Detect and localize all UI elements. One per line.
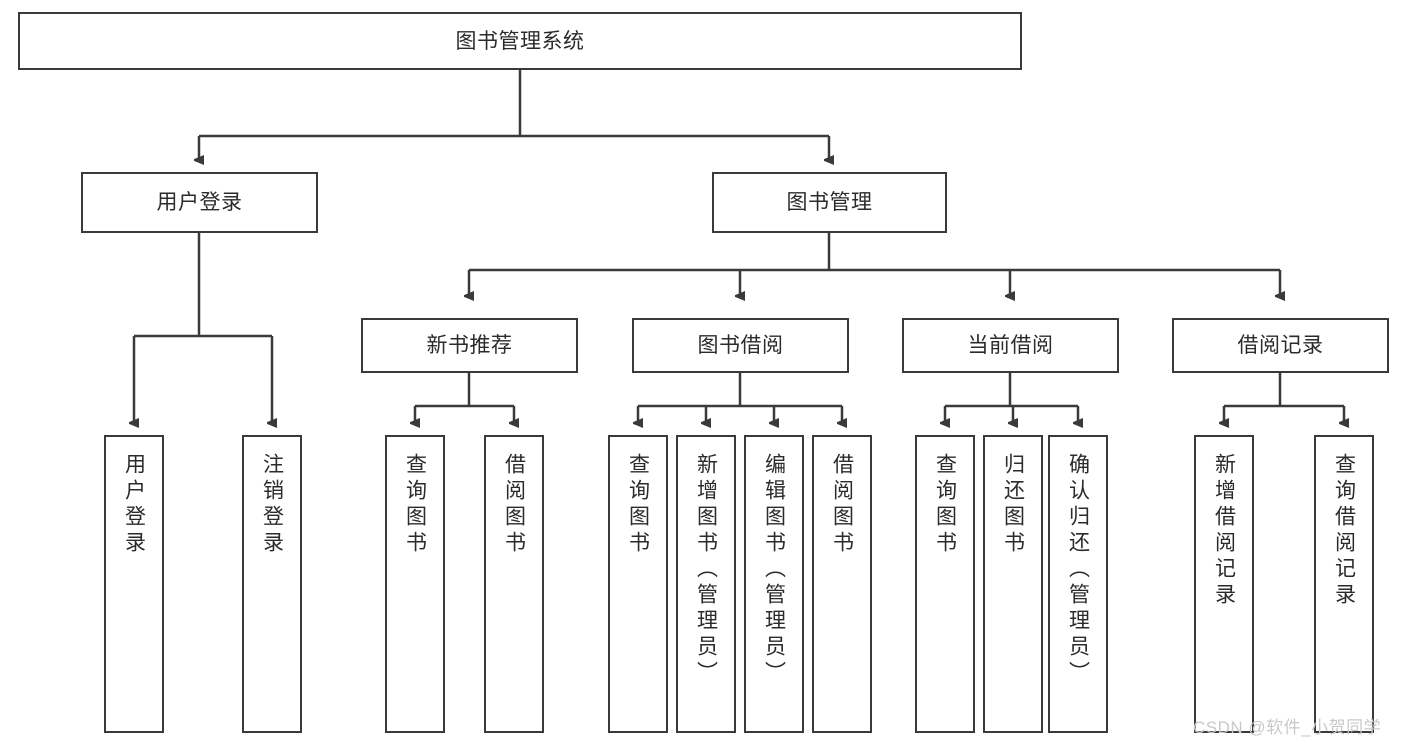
- leaf-query-book-borrow[interactable]: 查询图书: [608, 435, 668, 733]
- leaf-return-book[interactable]: 归还图书: [983, 435, 1043, 733]
- node-label: 用户登录: [156, 191, 243, 214]
- node-label: 新书推荐: [426, 334, 513, 357]
- leaf-add-book-admin[interactable]: 新增图书（管理员）: [676, 435, 736, 733]
- leaf-add-borrow-record[interactable]: 新增借阅记录: [1194, 435, 1254, 733]
- node-label: 当前借阅: [967, 334, 1054, 357]
- node-label: 确认归还（管理员）: [1066, 453, 1090, 687]
- node-label: 查询图书: [403, 453, 427, 557]
- node-label: 图书管理: [786, 191, 873, 214]
- node-label: 借阅图书: [830, 453, 854, 557]
- node-label: 新增借阅记录: [1212, 453, 1236, 609]
- leaf-confirm-return-admin[interactable]: 确认归还（管理员）: [1048, 435, 1108, 733]
- node-current-borrow[interactable]: 当前借阅: [902, 318, 1119, 373]
- leaf-user-login[interactable]: 用户登录: [104, 435, 164, 733]
- node-book-management[interactable]: 图书管理: [712, 172, 947, 233]
- node-borrow-record[interactable]: 借阅记录: [1172, 318, 1389, 373]
- node-label: 借阅图书: [502, 453, 526, 557]
- node-label: 借阅记录: [1237, 334, 1324, 357]
- node-new-book-recommend[interactable]: 新书推荐: [361, 318, 578, 373]
- leaf-query-book-recommend[interactable]: 查询图书: [385, 435, 445, 733]
- leaf-query-book-current[interactable]: 查询图书: [915, 435, 975, 733]
- leaf-logout[interactable]: 注销登录: [242, 435, 302, 733]
- leaf-borrow-book[interactable]: 借阅图书: [812, 435, 872, 733]
- node-label: 新增图书（管理员）: [694, 453, 718, 687]
- leaf-edit-book-admin[interactable]: 编辑图书（管理员）: [744, 435, 804, 733]
- node-label: 注销登录: [260, 453, 284, 557]
- node-label: 归还图书: [1001, 453, 1025, 557]
- node-label: 用户登录: [122, 453, 146, 557]
- leaf-query-borrow-record[interactable]: 查询借阅记录: [1314, 435, 1374, 733]
- node-book-borrow[interactable]: 图书借阅: [632, 318, 849, 373]
- node-root-system[interactable]: 图书管理系统: [18, 12, 1022, 70]
- node-label: 查询借阅记录: [1332, 453, 1356, 609]
- node-label: 图书借阅: [697, 334, 784, 357]
- node-label: 查询图书: [933, 453, 957, 557]
- node-user-login[interactable]: 用户登录: [81, 172, 318, 233]
- node-label: 图书管理系统: [455, 29, 585, 53]
- leaf-borrow-book-recommend[interactable]: 借阅图书: [484, 435, 544, 733]
- node-label: 编辑图书（管理员）: [762, 453, 786, 687]
- node-label: 查询图书: [626, 453, 650, 557]
